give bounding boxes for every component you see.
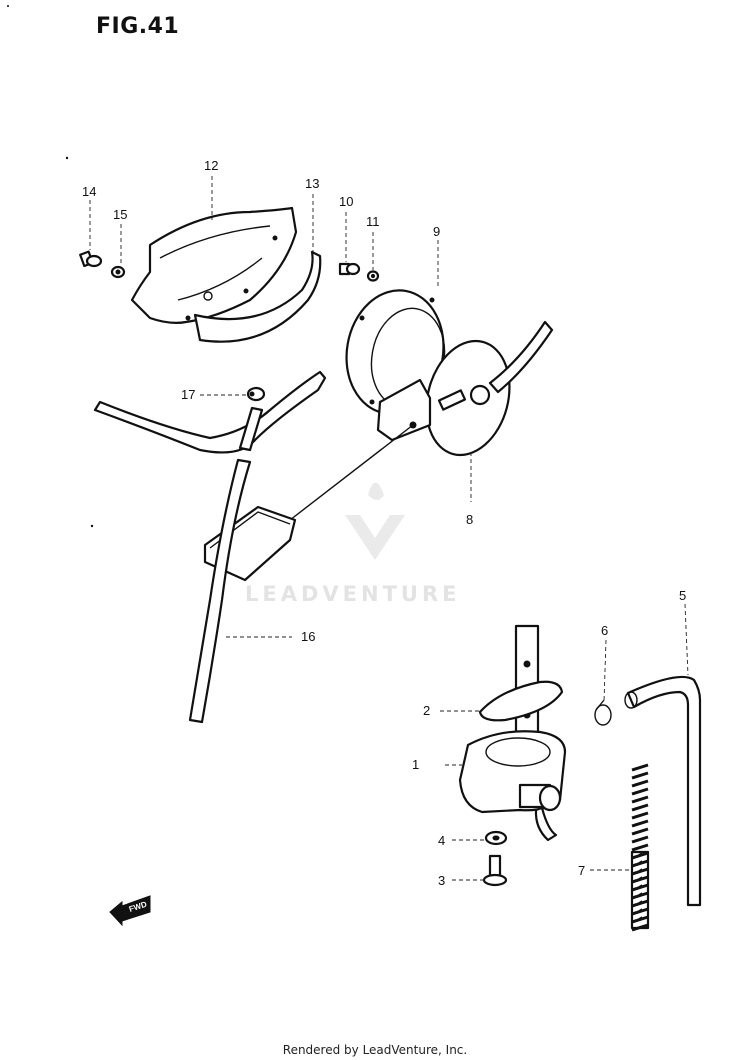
callout-6: 6	[601, 623, 608, 638]
callout-1: 1	[412, 757, 419, 772]
screw-10	[338, 262, 361, 276]
footer-credit: Rendered by LeadVenture, Inc.	[282, 1043, 468, 1057]
gasket-part	[193, 250, 322, 343]
watermark: LEADVENTURE	[245, 582, 461, 606]
cover-part	[130, 206, 298, 324]
callout-7: 7	[578, 863, 585, 878]
callout-5: 5	[679, 588, 686, 603]
clip-6	[594, 699, 612, 726]
screw-14	[79, 250, 103, 268]
washer-15	[110, 265, 126, 279]
fuel-gauge-8	[289, 320, 554, 521]
hose-16	[93, 370, 327, 724]
hose-5	[624, 675, 702, 907]
fuel-cock-1	[458, 624, 567, 842]
washer-4	[484, 830, 508, 846]
callout-13: 13	[305, 176, 319, 191]
callout-16: 16	[301, 629, 315, 644]
screw-3	[482, 854, 508, 887]
callout-11: 11	[366, 214, 380, 229]
callout-10: 10	[339, 194, 353, 209]
callout-14: 14	[82, 184, 96, 199]
callout-3: 3	[438, 873, 445, 888]
callout-9: 9	[433, 224, 440, 239]
o-ring-2	[478, 680, 564, 722]
callout-15: 15	[113, 207, 127, 222]
washer-11	[366, 270, 380, 282]
spring-7	[630, 763, 650, 932]
callout-8: 8	[466, 512, 473, 527]
callout-12: 12	[204, 158, 218, 173]
clip-17	[246, 386, 266, 402]
forward-arrow: FWD	[109, 895, 151, 927]
callout-4: 4	[438, 833, 445, 848]
callout-17: 17	[181, 387, 195, 402]
callout-2: 2	[423, 703, 430, 718]
figure-title: FIG.41	[96, 14, 180, 39]
watermark-logo	[345, 482, 405, 560]
leader-lines	[89, 176, 689, 881]
